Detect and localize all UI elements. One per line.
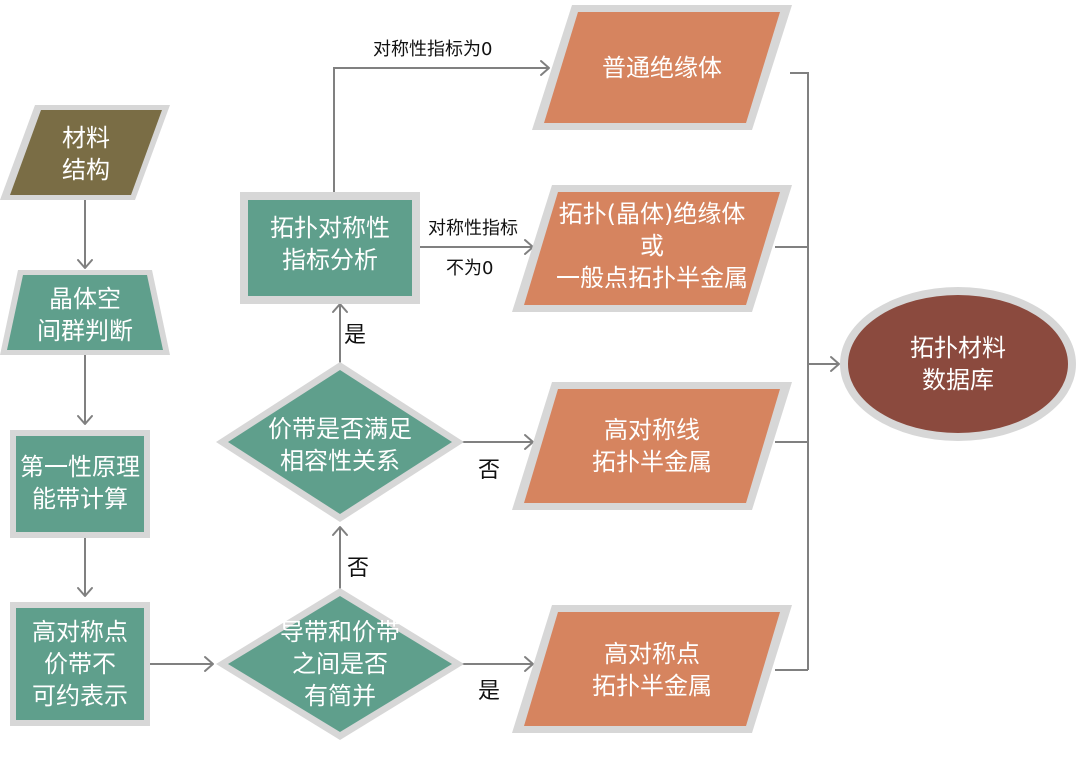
node-space-group: 晶体空 间群判断 [0, 270, 170, 355]
label-yes-top: 是 [344, 323, 366, 348]
node-shape [524, 612, 780, 726]
node-degeneracy-check: 导带和价带 之间是否 有简并 [216, 588, 464, 740]
node-text-line: 拓扑(晶体)绝缘体 [559, 200, 746, 228]
node-text-line: 价带不 [44, 650, 116, 678]
node-text-line: 或 [640, 232, 664, 260]
arrow-head [540, 60, 550, 76]
label-indicator-nonzero-1: 对称性指标 [428, 218, 518, 239]
node-shape [16, 608, 144, 720]
arrow-head [332, 526, 348, 536]
node-text-line: 指标分析 [282, 246, 378, 274]
node-text-line: 价带是否满足 [268, 415, 412, 443]
node-text-line: 一般点拓扑半金属 [556, 264, 748, 292]
arrow-head [77, 259, 93, 269]
node-shape [544, 12, 780, 123]
node-shape [16, 436, 144, 532]
node-shape [10, 110, 162, 195]
label-no-right: 否 [478, 458, 500, 483]
arrow-head [524, 656, 534, 672]
node-text-line: 晶体空 [49, 285, 121, 313]
node-line-semimetal: 高对称线 拓扑半金属 [512, 382, 792, 510]
node-text-line: 导带和价带 [280, 618, 400, 646]
node-text-line: 材料 [62, 124, 110, 152]
arrow-head [77, 415, 93, 425]
label-yes-bottom: 是 [478, 679, 500, 704]
node-high-sym-point-rep: 高对称点 价带不 可约表示 [10, 602, 150, 726]
node-text-line: 相容性关系 [280, 447, 400, 475]
node-topo-indicator: 拓扑对称性 指标分析 [240, 192, 420, 304]
node-first-principles: 第一性原理 能带计算 [10, 430, 150, 538]
node-text-line: 之间是否 [292, 650, 388, 678]
arrow-head [77, 587, 93, 597]
node-database: 拓扑材料 数据库 [840, 287, 1076, 441]
node-normal-insulator: 普通绝缘体 [532, 5, 792, 130]
node-text-line: 有简并 [304, 682, 376, 710]
edge-collector-vertical [790, 72, 809, 670]
node-compatibility-check: 价带是否满足 相容性关系 [216, 362, 464, 522]
arrow-head [204, 656, 214, 672]
node-text-line: 高对称线 [604, 416, 700, 444]
node-text-line: 拓扑半金属 [592, 672, 712, 700]
node-text-line: 拓扑对称性 [270, 214, 390, 242]
node-text-line: 拓扑材料 [910, 334, 1006, 362]
node-text-line: 结构 [62, 156, 110, 184]
node-shape [524, 192, 780, 305]
node-text-line: 高对称点 [604, 640, 700, 668]
label-indicator-nonzero-2: 不为0 [446, 258, 493, 279]
node-text-line: 高对称点 [32, 618, 128, 646]
node-text-line: 可约表示 [32, 682, 128, 710]
node-shape [228, 370, 452, 514]
node-text-line: 数据库 [922, 366, 994, 394]
edge-labels: 对称性指标为0 对称性指标 不为0 是 否 否 是 [344, 39, 518, 704]
node-text-line: 第一性原理 [20, 453, 140, 481]
arrow-head [524, 434, 534, 450]
node-point-semimetal: 高对称点 拓扑半金属 [512, 605, 792, 733]
label-indicator-zero: 对称性指标为0 [373, 39, 492, 60]
node-text-line: 间群判断 [37, 317, 133, 345]
arrow-head [830, 356, 840, 372]
node-text-line: 普通绝缘体 [602, 54, 722, 82]
node-text-line: 能带计算 [32, 485, 128, 513]
node-shape [524, 389, 780, 503]
node-shape [848, 295, 1068, 433]
edges [77, 60, 840, 672]
node-topo-insulator: 拓扑(晶体)绝缘体 或 一般点拓扑半金属 [512, 185, 792, 312]
node-material-structure: 材料 结构 [0, 105, 170, 200]
node-shape [228, 596, 452, 732]
label-no-up: 否 [347, 556, 369, 581]
node-shape [7, 275, 163, 350]
node-shape [248, 200, 412, 296]
node-text-line: 拓扑半金属 [592, 448, 712, 476]
edge-indicator-to-normalinsulator [333, 67, 548, 193]
